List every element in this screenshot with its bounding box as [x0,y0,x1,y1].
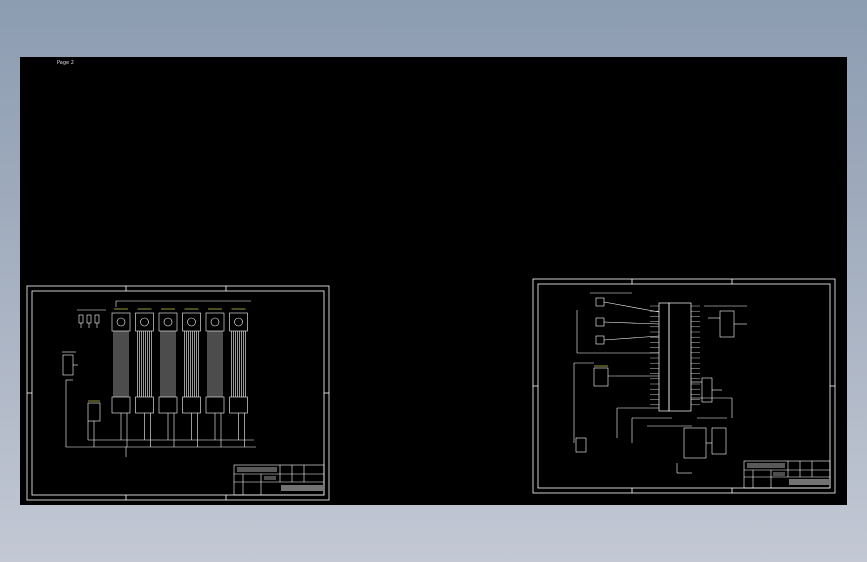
lower-wiring [616,397,733,443]
power-connector [575,437,587,453]
cad-drawing-viewport[interactable]: Page 2 [20,57,847,505]
channel-column [229,308,248,447]
left-schematic-sheet[interactable] [26,285,331,503]
voltage-regulator [573,362,659,443]
title-block-heading [237,467,277,472]
sheet-border-inner [31,290,325,496]
title-block [743,460,831,489]
channel-column [111,308,131,447]
right-schematic-sheet[interactable] [532,278,838,495]
channel-column [135,308,154,447]
title-block [233,464,325,496]
title-block-institution [281,485,323,491]
layout-label: Page 2 [57,60,74,66]
title-block-institution [789,479,829,485]
oscillator-section [576,292,660,354]
title-block-heading [747,463,785,468]
title-block-cell [264,476,276,480]
driver-ic [676,417,727,474]
mcu-pin-lines [650,305,700,406]
sensor-connector [691,377,722,403]
sheet-border-outer [26,285,330,501]
connector-left [62,351,78,376]
channel-column [182,308,201,447]
channel-column [158,308,178,447]
title-block-cell [773,472,785,476]
channel-column [205,308,225,447]
bus-wiring [65,300,256,457]
rtc-module [704,305,747,338]
power-module [87,400,101,422]
microcontroller-chip [658,302,692,412]
switch-cluster [77,309,106,328]
